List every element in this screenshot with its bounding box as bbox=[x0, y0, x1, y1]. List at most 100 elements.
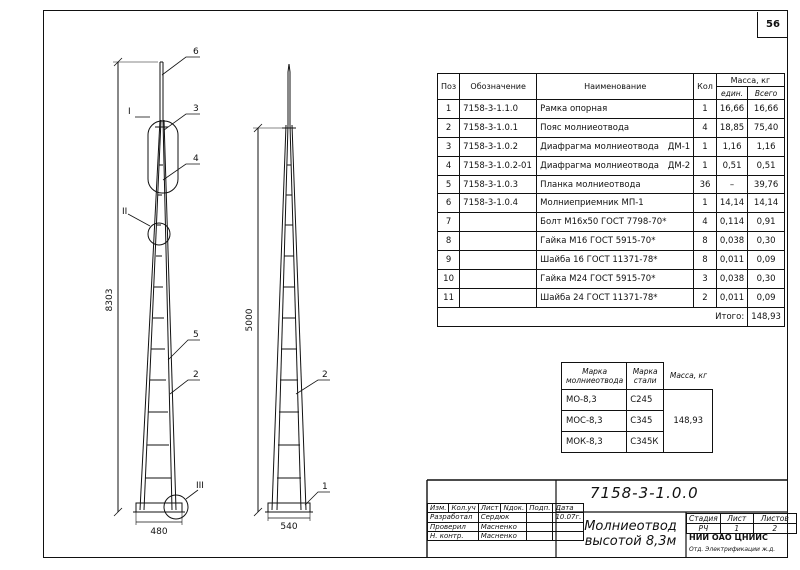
callout-2-front: 2 bbox=[193, 370, 199, 380]
tb-person: Масненко bbox=[477, 530, 528, 542]
row-pos: 4 bbox=[436, 155, 461, 176]
grade-row-mark: МО-8,3 bbox=[560, 389, 628, 411]
row-qty: 3 bbox=[693, 269, 717, 289]
row-mass-unit: 1,16 bbox=[715, 136, 749, 157]
row-name: Гайка М24 ГОСТ 5915-70* bbox=[536, 269, 695, 289]
row-qty: 1 bbox=[693, 155, 717, 176]
row-mass-unit: 0,038 bbox=[715, 231, 749, 252]
row-mass-unit: – bbox=[715, 174, 749, 195]
row-designation: 7158-3-1.0.3 bbox=[459, 174, 538, 195]
tb-signature bbox=[526, 530, 554, 542]
detail-mark-3: III bbox=[196, 481, 204, 491]
sheets-value: 2 bbox=[752, 523, 797, 534]
row-name: Молниеприемник МП-1 bbox=[536, 193, 695, 214]
row-mass-total: 16,66 bbox=[747, 99, 785, 119]
sheet-number: 56 bbox=[757, 12, 788, 38]
callout-4: 4 bbox=[193, 154, 199, 164]
tb-role: Разработал bbox=[427, 512, 479, 523]
row-qty: 2 bbox=[693, 287, 717, 308]
row-pos: 10 bbox=[436, 269, 461, 289]
row-mass-unit: 16,66 bbox=[715, 99, 749, 119]
row-qty: 8 bbox=[693, 250, 717, 271]
header-name: Наименование bbox=[536, 73, 695, 100]
row-pos: 7 bbox=[436, 212, 461, 233]
row-pos: 11 bbox=[436, 287, 461, 308]
sheet-label: Лист bbox=[719, 513, 754, 524]
stage-value: РЧ bbox=[686, 523, 721, 534]
row-pos: 2 bbox=[436, 117, 461, 138]
row-designation: 7158-3-1.1.0 bbox=[459, 99, 538, 119]
row-qty: 1 bbox=[693, 193, 717, 214]
callout-3: 3 bbox=[193, 104, 199, 114]
header-pos: Поз bbox=[436, 73, 461, 100]
row-mass-total: 14,14 bbox=[747, 193, 785, 214]
document-number: 7158-3-1.0.0 bbox=[590, 484, 699, 502]
row-designation bbox=[459, 231, 538, 252]
grade-mass-value: 148,93 bbox=[663, 389, 714, 453]
header-qty: Кол bbox=[693, 73, 717, 100]
header-mass: Масса, кг bbox=[715, 73, 785, 87]
row-mass-unit: 0,011 bbox=[715, 287, 749, 308]
header-rod-mark: Марка молниеотвода bbox=[560, 362, 628, 390]
base-width-side: 540 bbox=[280, 522, 297, 532]
row-mass-unit: 0,51 bbox=[715, 155, 749, 176]
tb-header-cell: Кол.уч bbox=[448, 502, 479, 514]
row-designation: 7158-3-1.0.4 bbox=[459, 193, 538, 214]
organization-name: НИИ ОАО ЦНИИС bbox=[689, 533, 768, 542]
header-mass-unit: един. bbox=[715, 86, 749, 100]
row-designation bbox=[459, 269, 538, 289]
total-label: Итого: bbox=[436, 306, 749, 327]
row-designation bbox=[459, 250, 538, 271]
row-qty: 1 bbox=[693, 136, 717, 157]
row-qty: 4 bbox=[693, 212, 717, 233]
tb-header-cell: Подп. bbox=[526, 502, 554, 514]
grade-row-mark: МОС-8,3 bbox=[560, 410, 628, 432]
row-mass-total: 1,16 bbox=[747, 136, 785, 157]
header-mass-total: Всего bbox=[747, 86, 785, 100]
tb-header-cell: Дата bbox=[552, 502, 585, 514]
grade-row-steel: С345К bbox=[626, 431, 665, 453]
row-mass-total: 0,30 bbox=[747, 231, 785, 252]
callout-2-side: 2 bbox=[322, 370, 328, 380]
grade-row-steel: С245 bbox=[626, 389, 665, 411]
row-mass-total: 75,40 bbox=[747, 117, 785, 138]
grade-row-mark: МОК-8,3 bbox=[560, 431, 628, 453]
row-mass-total: 0,51 bbox=[747, 155, 785, 176]
stage-table: Стадия Лист Листов РЧ 1 2 bbox=[686, 513, 797, 534]
row-name: Шайба 16 ГОСТ 11371-78* bbox=[536, 250, 695, 271]
row-name: Пояс молниеотвода bbox=[536, 117, 695, 138]
department-name: Отд. Электрификации ж.д. bbox=[689, 546, 776, 553]
tb-person: Сердюк bbox=[477, 512, 528, 523]
detail-mark-1: I bbox=[128, 107, 131, 117]
row-designation bbox=[459, 287, 538, 308]
row-qty: 8 bbox=[693, 231, 717, 252]
row-mass-total: 0,09 bbox=[747, 287, 785, 308]
row-qty: 4 bbox=[693, 117, 717, 138]
sheet-value: 1 bbox=[719, 523, 754, 534]
tb-signature bbox=[526, 521, 554, 532]
row-name: Гайка М16 ГОСТ 5915-70* bbox=[536, 231, 695, 252]
callout-5: 5 bbox=[193, 330, 199, 340]
callout-1-side: 1 bbox=[322, 482, 328, 492]
row-mass-unit: 0,114 bbox=[715, 212, 749, 233]
row-pos: 5 bbox=[436, 174, 461, 195]
row-designation: 7158-3-1.0.1 bbox=[459, 117, 538, 138]
row-name: Планка молниеотвода bbox=[536, 174, 695, 195]
tb-date bbox=[552, 530, 585, 542]
header-designation: Обозначение bbox=[459, 73, 538, 100]
row-name: Рамка опорная bbox=[536, 99, 695, 119]
row-mass-total: 0,09 bbox=[747, 250, 785, 271]
row-mass-total: 0,91 bbox=[747, 212, 785, 233]
stage-label: Стадия bbox=[686, 513, 721, 524]
row-mass-unit: 0,011 bbox=[715, 250, 749, 271]
document-title: Молниеотвод высотой 8,3м bbox=[584, 519, 677, 549]
row-mass-total: 39,76 bbox=[747, 174, 785, 195]
row-qty: 36 bbox=[693, 174, 717, 195]
